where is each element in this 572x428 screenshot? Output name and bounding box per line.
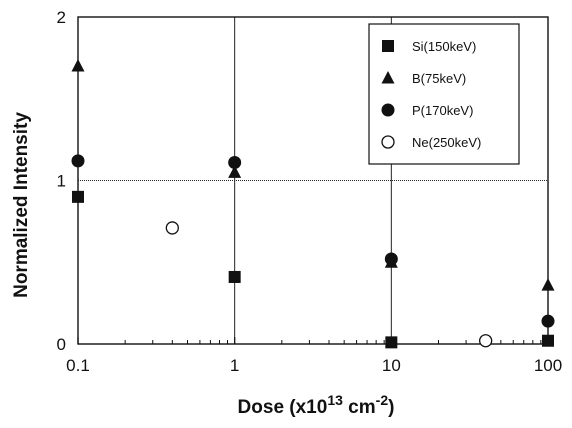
legend-label: P(170keV) [412,103,473,118]
data-point-b-75kev [71,59,85,72]
x-tick-label: 1 [230,356,239,375]
legend-label: B(75keV) [412,71,466,86]
x-axis-title-main: Dose (x10 [238,397,328,418]
x-axis-title-unit: cm [343,397,376,418]
data-point-si-150kev [72,190,84,203]
y-tick-label: 2 [57,8,66,27]
legend-marker [381,71,395,84]
x-tick-label: 0.1 [66,356,90,375]
data-point-si-150kev [385,336,398,349]
data-point-p-170kev [71,154,85,168]
data-point-ne-250kev [479,334,493,348]
x-axis-title: Dose (x1013 cm-2) [238,392,395,418]
y-tick-label: 0 [57,335,66,354]
data-point-p-170kev [541,314,555,328]
x-tick-label: 10 [382,356,401,375]
x-axis-title-unit-exponent: -2 [376,392,389,408]
legend: Si(150keV) B(75keV) P(170keV) Ne(250keV) [368,23,520,165]
data-point-si-150kev [228,270,241,283]
legend-label: Ne(250keV) [412,135,481,150]
data-marks [71,59,555,349]
y-tick-label: 1 [57,172,66,191]
x-axis-title-exponent: 13 [327,392,343,408]
x-tick-label: 100 [534,356,562,375]
data-point-p-170kev [228,156,242,170]
plot-frame [77,16,549,345]
axis-ticks: 0.1 1 10 100 0 1 2 [57,8,563,375]
data-point-si-150kev [542,334,554,347]
y-axis-title: Normalized Intensity [11,112,32,298]
data-point-p-170kev [384,252,398,266]
legend-marker [382,40,394,52]
data-point-b-75kev [541,278,555,291]
data-point-ne-250kev [165,221,179,235]
legend-label: Si(150keV) [412,39,476,54]
data-point-b-75kev [228,165,242,178]
legend-marker [381,103,395,117]
x-axis-title-end: ) [388,397,394,418]
legend-marker [381,135,395,149]
